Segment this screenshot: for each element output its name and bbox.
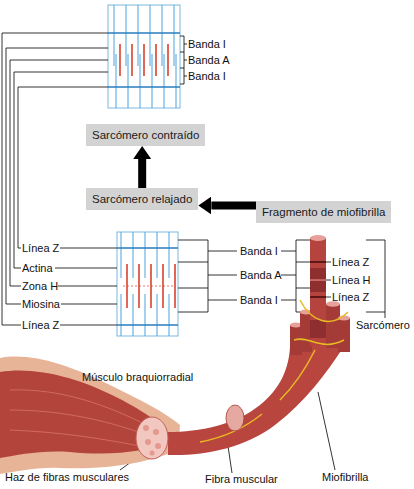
part-label: Zona H: [22, 280, 58, 293]
h-line-stripe: [310, 279, 326, 281]
part-label: Banda I: [240, 245, 278, 258]
part-label: Haz de fibras musculares: [5, 471, 129, 484]
z-lines: [108, 33, 180, 87]
fiber-section: [153, 429, 159, 435]
part-label: Banda I: [240, 294, 278, 307]
nerve: [294, 300, 348, 344]
caption-text: Sarcómero contraído: [92, 127, 199, 143]
leader-line: [6, 48, 117, 304]
part-label: Línea Z: [22, 319, 59, 332]
part-label: Banda A: [188, 54, 230, 67]
myofibril: [326, 304, 340, 348]
myosin-filaments: [120, 44, 168, 76]
a-band: [310, 320, 326, 338]
h-zone-mark: [123, 286, 173, 287]
leader-line: [10, 60, 117, 286]
part-label: Miosina: [22, 298, 60, 311]
part-label: Fibra muscular: [205, 473, 278, 486]
fiber-bundle-section: [136, 417, 168, 459]
actin-filaments: [116, 54, 176, 108]
part-label: Actina: [22, 262, 53, 275]
band-bracket: [281, 240, 310, 312]
part-label: Línea Z: [332, 291, 369, 304]
sarcomere-bracket: [326, 240, 385, 318]
sarcomere-frame: [108, 5, 180, 108]
caption-box: Sarcómero relajado: [86, 188, 198, 210]
fiber-section: [150, 451, 155, 456]
part-label: Línea Z: [332, 256, 369, 269]
part-label: Banda I: [188, 38, 226, 51]
part-label: Línea Z: [22, 242, 59, 255]
nerve: [200, 350, 315, 442]
leader-line: [2, 33, 117, 325]
part-label: Banda I: [188, 70, 226, 83]
part-label: Banda A: [240, 269, 282, 282]
fiber-section: [226, 405, 244, 431]
flow-arrow: [138, 159, 146, 188]
z-line-stripe: [310, 261, 326, 263]
flow-arrow: [211, 202, 256, 210]
band-bracket: [178, 240, 237, 312]
caption-box: Sarcómero contraído: [86, 124, 205, 146]
caption-box: Fragmento de miofibrilla: [256, 201, 391, 223]
caption-text: Sarcómero relajado: [92, 191, 192, 207]
brachioradialis-muscle: [0, 370, 172, 458]
caption-text: Fragmento de miofibrilla: [262, 204, 385, 220]
fiber-section: [145, 439, 151, 445]
part-label: Línea H: [332, 274, 371, 287]
leader-line: [228, 446, 232, 473]
part-label: Sarcómero: [356, 319, 410, 332]
sarcomere-frame: [117, 232, 178, 336]
z-lines: [117, 248, 178, 325]
contracted-sarcomere: [108, 5, 180, 108]
leader-line: [18, 87, 117, 248]
relaxed-sarcomere: [117, 232, 178, 336]
fiber-section: [143, 425, 149, 431]
myofibril: [310, 238, 326, 346]
fiber-section: [155, 443, 161, 449]
z-line-stripe: [310, 296, 326, 298]
band-bracket: [180, 36, 187, 84]
myofibril: [338, 318, 350, 352]
a-band: [310, 268, 326, 292]
part-label: Miofibrilla: [322, 471, 368, 484]
leader-line: [14, 72, 117, 268]
leader-line: [318, 392, 335, 470]
muscle-fiber: [168, 330, 345, 455]
myofibril-end: [310, 235, 326, 241]
part-label: Músculo braquiorradial: [82, 371, 193, 384]
